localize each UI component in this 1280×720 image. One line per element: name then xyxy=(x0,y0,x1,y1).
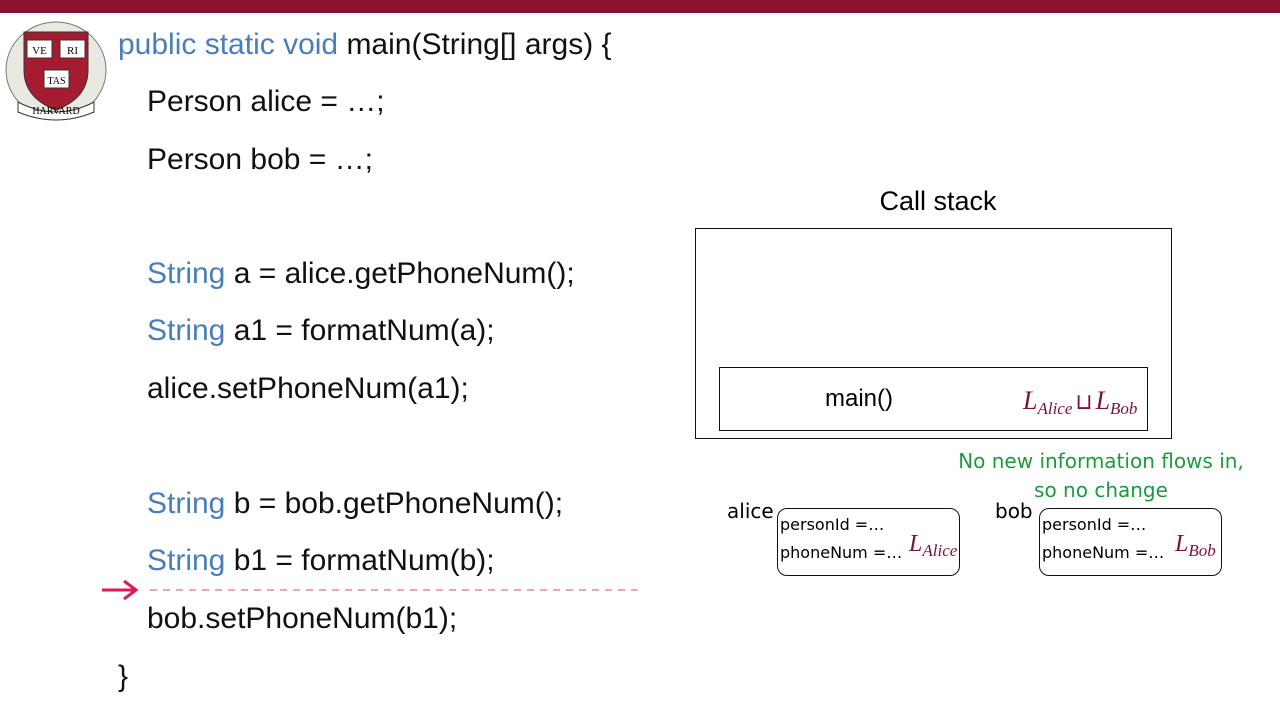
code-line: String a = alice.getPhoneNum(); xyxy=(147,256,575,292)
code-line-main-signature: public static void main(String[] args) { xyxy=(118,27,612,63)
call-stack-title: Call stack xyxy=(879,186,997,216)
keyword: String xyxy=(147,487,226,520)
object-bob: personId =… phoneNum =… LBob xyxy=(1039,508,1222,576)
field-phoneNum: phoneNum =… xyxy=(1042,543,1165,562)
object-security-label: LAlice xyxy=(909,531,958,560)
keyword: public static void xyxy=(118,28,339,61)
svg-text:HARVARD: HARVARD xyxy=(32,106,79,117)
call-stack-box xyxy=(695,228,1172,439)
code-line-close-brace: } xyxy=(118,660,129,693)
code-text: b1 = formatNum(b); xyxy=(225,544,495,577)
code-line: alice.setPhoneNum(a1); xyxy=(147,372,469,405)
code-line: Person bob = …; xyxy=(147,143,373,176)
field-phoneNum: phoneNum =… xyxy=(780,543,903,562)
keyword: String xyxy=(147,544,226,577)
object-name-bob: bob xyxy=(995,499,1033,523)
code-text: a = alice.getPhoneNum(); xyxy=(225,257,575,290)
svg-text:RI: RI xyxy=(67,45,78,57)
top-bar xyxy=(0,0,1280,13)
keyword: String xyxy=(147,257,226,290)
code-line: Person alice = …; xyxy=(147,85,385,118)
harvard-logo: VE RI TAS HARVARD xyxy=(5,21,107,121)
code-text: main(String[] args) { xyxy=(338,28,612,61)
svg-text:TAS: TAS xyxy=(47,76,65,87)
code-line: String a1 = formatNum(a); xyxy=(147,313,495,349)
stack-frame-main xyxy=(719,367,1148,431)
keyword: String xyxy=(147,314,226,347)
code-line: bob.setPhoneNum(b1); xyxy=(147,602,458,635)
object-security-label: LBob xyxy=(1175,531,1216,560)
field-personId: personId =… xyxy=(780,515,885,534)
frame-security-label: LAlice⊔LBob xyxy=(1023,386,1138,418)
code-line: String b1 = formatNum(b); xyxy=(147,543,495,579)
svg-text:VE: VE xyxy=(32,45,47,57)
code-line: String b = bob.getPhoneNum(); xyxy=(147,486,563,522)
object-alice: personId =… phoneNum =… LAlice xyxy=(777,508,960,576)
annotation-note: No new information flows in,so no change xyxy=(958,449,1244,502)
field-personId: personId =… xyxy=(1042,515,1147,534)
frame-name: main() xyxy=(824,385,893,412)
code-text: b = bob.getPhoneNum(); xyxy=(225,487,564,520)
right-arrow-icon xyxy=(102,579,139,601)
object-name-alice: alice xyxy=(727,499,774,523)
execution-pointer xyxy=(102,579,640,601)
code-text: a1 = formatNum(a); xyxy=(225,314,495,347)
